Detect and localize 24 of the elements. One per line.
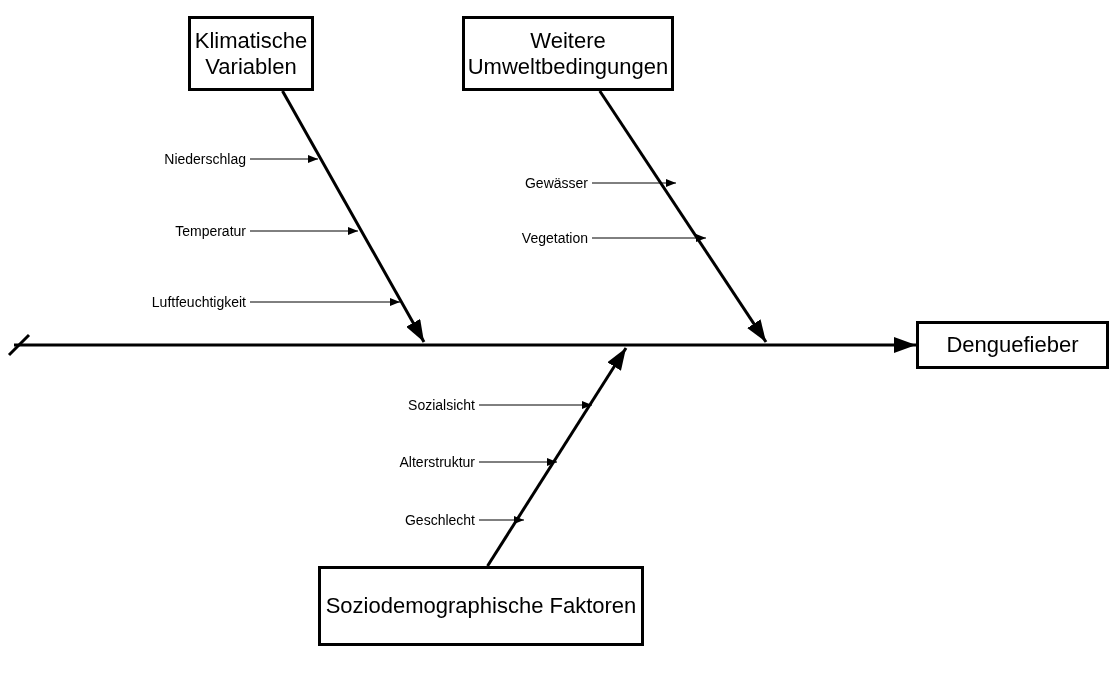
cause-label: Gewässer — [524, 174, 588, 192]
arrow — [478, 516, 525, 524]
cause-label: Geschlecht — [404, 511, 475, 529]
cause-label: Vegetation — [521, 229, 588, 247]
cause-label: Sozialsicht — [408, 396, 475, 414]
arrow — [249, 155, 319, 163]
category-box: Klimatische Variablen — [188, 16, 314, 91]
arrow — [478, 401, 593, 409]
arrow — [591, 179, 677, 187]
arrow — [281, 90, 426, 343]
arrow — [486, 347, 628, 567]
cause-label: Alterstruktur — [399, 453, 475, 471]
arrow — [249, 298, 401, 306]
arrow — [14, 337, 916, 353]
cause-label: Niederschlag — [164, 150, 246, 168]
effect-box: Denguefieber — [916, 321, 1109, 369]
cause-label: Luftfeuchtigkeit — [151, 293, 246, 311]
cause-label: Temperatur — [175, 222, 246, 240]
arrow — [249, 227, 359, 235]
arrow — [591, 234, 707, 242]
category-box: Weitere Umweltbedingungen — [462, 16, 674, 91]
category-box: Soziodemographische Faktoren — [318, 566, 644, 646]
arrow — [598, 90, 768, 343]
arrow — [478, 458, 558, 466]
